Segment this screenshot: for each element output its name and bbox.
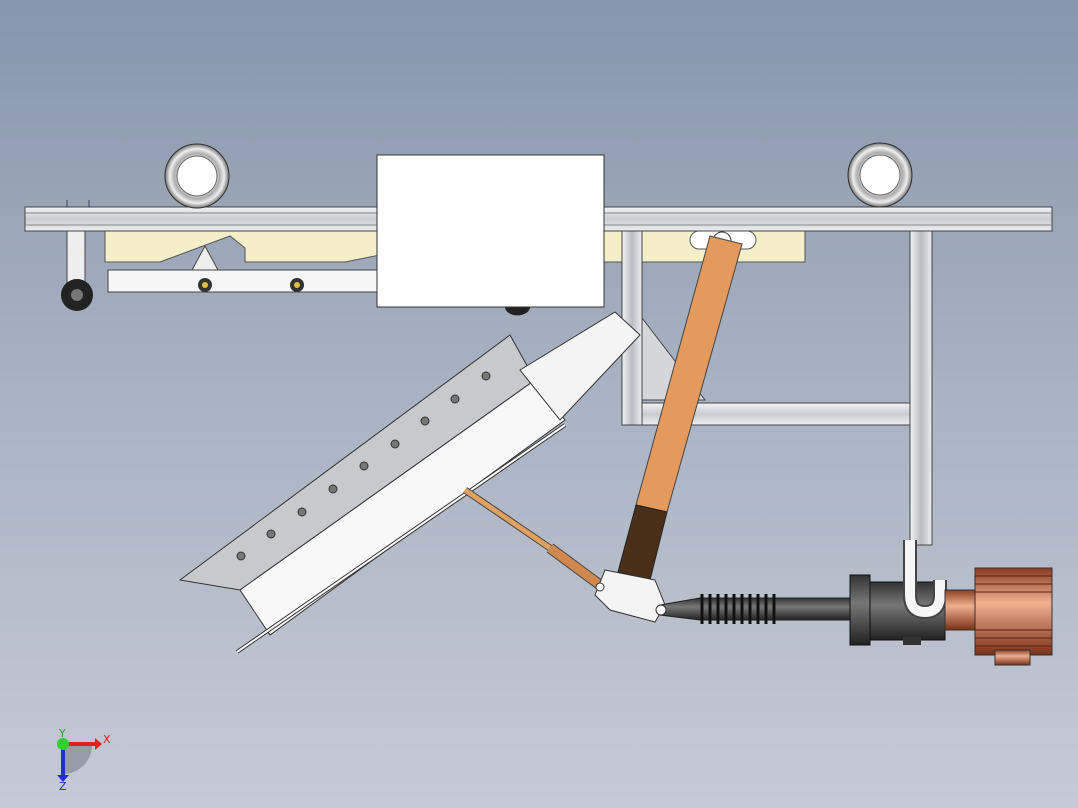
feed-chute[interactable] bbox=[178, 311, 641, 654]
slider-bar[interactable] bbox=[107, 244, 530, 316]
swing-arm[interactable] bbox=[617, 235, 743, 581]
link-rod[interactable] bbox=[463, 487, 604, 590]
z-axis-label: Z bbox=[59, 780, 67, 793]
spring-shaft[interactable] bbox=[655, 594, 861, 624]
drive-motor[interactable] bbox=[849, 540, 1053, 666]
joint-plate[interactable] bbox=[594, 569, 666, 623]
wheel-left[interactable] bbox=[164, 143, 230, 209]
axis-triad: X Y Z bbox=[57, 727, 111, 793]
wheel-right[interactable] bbox=[847, 142, 913, 208]
y-axis-label: Y bbox=[58, 727, 66, 740]
housing-box[interactable] bbox=[376, 154, 605, 308]
x-axis-label: X bbox=[103, 733, 111, 746]
y-axis-dot bbox=[57, 738, 69, 750]
